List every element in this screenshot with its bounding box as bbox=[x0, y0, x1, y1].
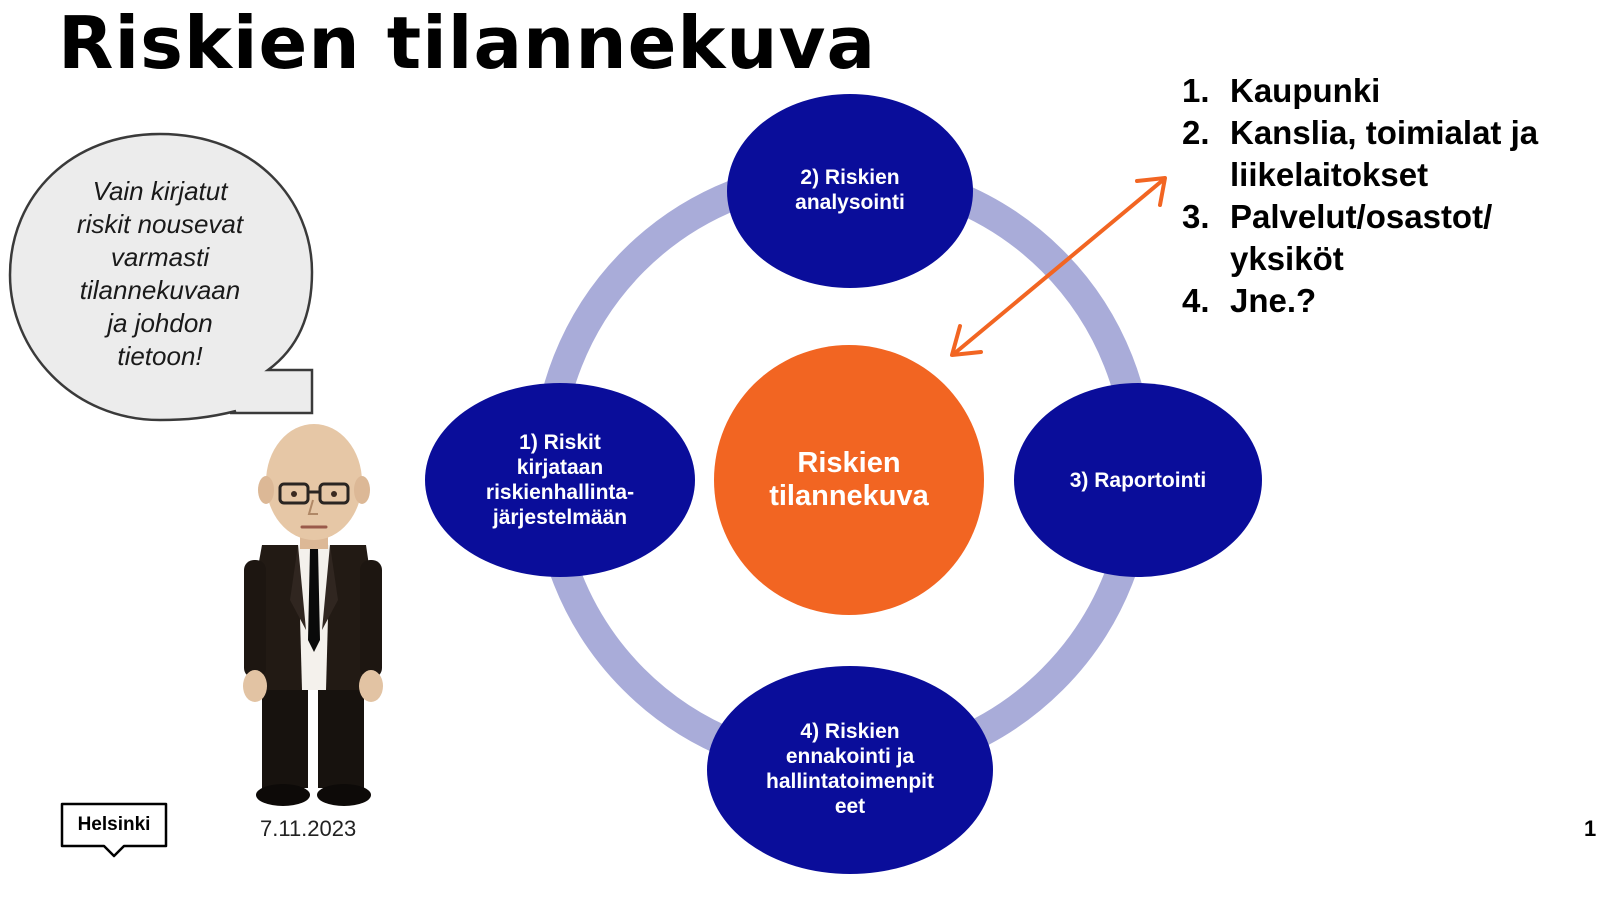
page-title: Riskien tilannekuva bbox=[58, 1, 877, 85]
list-item: 1. Kaupunki bbox=[1182, 72, 1381, 109]
businessman-avatar-icon bbox=[243, 424, 383, 806]
list-item: 3. Palvelut/osastot/ yksiköt bbox=[1182, 198, 1493, 277]
speech-bubble-text: Vain kirjatut riskit nousevat varmasti t… bbox=[76, 176, 244, 371]
node-report-shape bbox=[1014, 383, 1262, 577]
node-anticipate-label: 4) Riskien ennakointi ja hallintatoimenp… bbox=[766, 720, 934, 818]
list-item: 4. Jne.? bbox=[1182, 282, 1317, 319]
node-analysis-label: 2) Riskien analysointi bbox=[795, 166, 905, 214]
helsinki-logo-icon bbox=[60, 802, 168, 858]
list-item: 2. Kanslia, toimialat ja liikelaitokset bbox=[1182, 114, 1539, 193]
node-anticipate-shape bbox=[707, 666, 993, 874]
footer-date: 7.11.2023 bbox=[260, 816, 357, 841]
speech-bubble-icon bbox=[8, 132, 314, 422]
node-analysis-shape bbox=[727, 94, 973, 288]
node-record-label: 1) Riskit kirjataan riskienhallinta- jär… bbox=[485, 431, 635, 529]
node-center-label: Riskien tilannekuva bbox=[769, 447, 929, 512]
node-center-shape bbox=[714, 345, 984, 615]
node-report-label: 3) Raportointi bbox=[1069, 468, 1207, 492]
double-arrow-icon bbox=[950, 176, 1167, 357]
level-list: 1. Kaupunki 2. Kanslia, toimialat ja lii… bbox=[1182, 70, 1592, 322]
node-record-shape bbox=[425, 383, 695, 577]
helsinki-logo-text: Helsinki bbox=[77, 814, 151, 835]
page-number: 1 bbox=[1584, 816, 1597, 841]
